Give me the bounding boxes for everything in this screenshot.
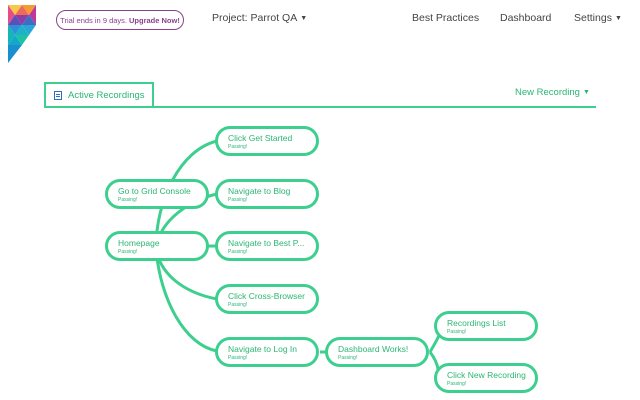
node-status: Passing! bbox=[447, 381, 467, 387]
node-status: Passing! bbox=[118, 197, 138, 203]
node-status: Passing! bbox=[228, 249, 248, 255]
node-label: Navigate to Best P... bbox=[228, 238, 305, 248]
document-icon bbox=[54, 90, 62, 100]
node-status: Passing! bbox=[228, 355, 248, 361]
node-label: Go to Grid Console bbox=[118, 186, 191, 196]
node-label: Dashboard Works! bbox=[338, 344, 409, 354]
nav-best-practices[interactable]: Best Practices bbox=[412, 12, 480, 24]
parrot-logo[interactable] bbox=[8, 5, 36, 63]
tree-node-homepage[interactable]: Homepage Passing! bbox=[105, 231, 209, 261]
tab-label: Active Recordings bbox=[68, 89, 145, 101]
tree-node-navigate-to-blog[interactable]: Navigate to Blog Passing! bbox=[215, 179, 319, 209]
tree-node-go-to-grid-console[interactable]: Go to Grid Console Passing! bbox=[105, 179, 209, 209]
tree-node-dashboard-works[interactable]: Dashboard Works! Passing! bbox=[325, 337, 429, 367]
caret-down-icon: ▼ bbox=[582, 89, 590, 96]
tree-node-click-get-started[interactable]: Click Get Started Passing! bbox=[215, 126, 319, 156]
node-status: Passing! bbox=[118, 249, 138, 255]
tree-node-navigate-to-log-in[interactable]: Navigate to Log In Passing! bbox=[215, 337, 319, 367]
new-recording-label: New Recording bbox=[515, 87, 580, 98]
edge bbox=[154, 247, 218, 353]
trial-text: Trial ends in 9 days. bbox=[60, 15, 127, 25]
tree-node-recordings-list[interactable]: Recordings List Passing! bbox=[434, 311, 538, 341]
trial-badge: Trial ends in 9 days. Upgrade Now! bbox=[56, 10, 184, 30]
caret-down-icon: ▼ bbox=[614, 15, 622, 22]
node-label: Homepage bbox=[118, 238, 160, 248]
node-label: Navigate to Log In bbox=[228, 344, 297, 354]
project-dropdown[interactable]: Project: Parrot QA▼ bbox=[212, 12, 307, 24]
nav-dashboard[interactable]: Dashboard bbox=[500, 12, 552, 24]
new-recording-dropdown[interactable]: New Recording▼ bbox=[515, 87, 590, 98]
node-status: Passing! bbox=[228, 302, 248, 308]
tree-node-click-cross-browser[interactable]: Click Cross-Browser Passing! bbox=[215, 284, 319, 314]
project-label: Project: Parrot QA bbox=[212, 12, 298, 24]
settings-label: Settings bbox=[574, 12, 612, 24]
node-label: Navigate to Blog bbox=[228, 186, 291, 196]
node-status: Passing! bbox=[228, 197, 248, 203]
caret-down-icon: ▼ bbox=[300, 15, 308, 22]
tab-active-recordings[interactable]: Active Recordings bbox=[44, 82, 154, 106]
node-status: Passing! bbox=[338, 355, 358, 361]
node-label: Click Cross-Browser bbox=[228, 291, 305, 301]
node-status: Passing! bbox=[228, 144, 248, 150]
tree-node-navigate-to-best-practices[interactable]: Navigate to Best P... Passing! bbox=[215, 231, 319, 261]
node-label: Click New Recording bbox=[447, 370, 526, 380]
tree-node-click-new-recording[interactable]: Click New Recording Passing! bbox=[434, 363, 538, 393]
upgrade-link[interactable]: Upgrade Now! bbox=[129, 15, 180, 25]
node-label: Recordings List bbox=[447, 318, 506, 328]
node-label: Click Get Started bbox=[228, 133, 293, 143]
settings-dropdown[interactable]: Settings▼ bbox=[574, 12, 622, 24]
node-status: Passing! bbox=[447, 329, 467, 335]
tab-divider bbox=[44, 106, 596, 108]
